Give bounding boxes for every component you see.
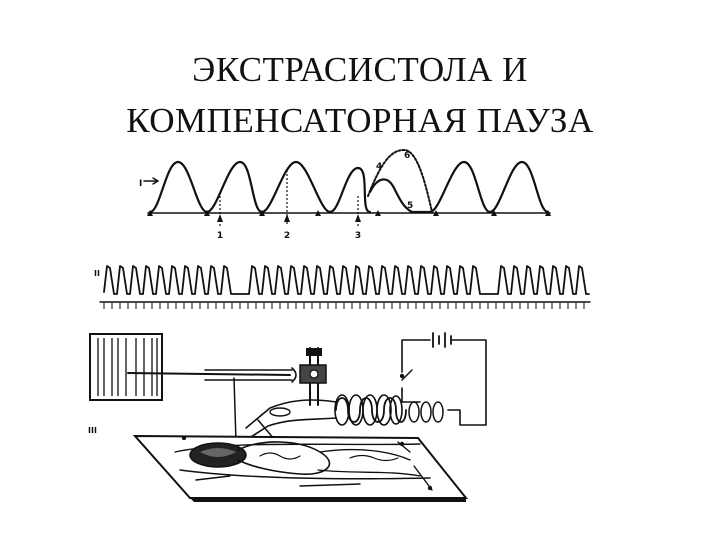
stimulus-label-1: 1 bbox=[217, 231, 223, 241]
stimulus-arrow bbox=[284, 214, 290, 222]
lever-holder bbox=[300, 348, 326, 405]
extrasystole-label-5: 5 bbox=[407, 201, 413, 211]
rhythm-curve bbox=[104, 266, 589, 294]
panel-bottom-row-label: III bbox=[88, 426, 97, 435]
stimulus-label-3: 3 bbox=[355, 231, 361, 241]
panel-bottom-apparatus: III bbox=[88, 333, 486, 502]
panel-middle-row-label: II bbox=[94, 269, 100, 278]
panel-top-myogram: I 4 6 5 1 2 3 bbox=[139, 150, 551, 241]
battery-icon bbox=[433, 333, 451, 347]
kymograph-drum bbox=[90, 334, 162, 400]
panel-top-row-label: I bbox=[139, 179, 142, 189]
stimulus-arrow bbox=[355, 214, 361, 222]
time-ticks bbox=[104, 302, 584, 309]
stimulus-label-2: 2 bbox=[284, 231, 290, 241]
stimulus-arrow bbox=[217, 214, 223, 222]
panel-middle-recording: II bbox=[94, 266, 590, 309]
induction-coil bbox=[335, 395, 443, 425]
extrasystole-label-4: 4 bbox=[376, 162, 382, 172]
extrasystole-label-6: 6 bbox=[404, 151, 410, 161]
contraction-curve bbox=[150, 162, 548, 212]
